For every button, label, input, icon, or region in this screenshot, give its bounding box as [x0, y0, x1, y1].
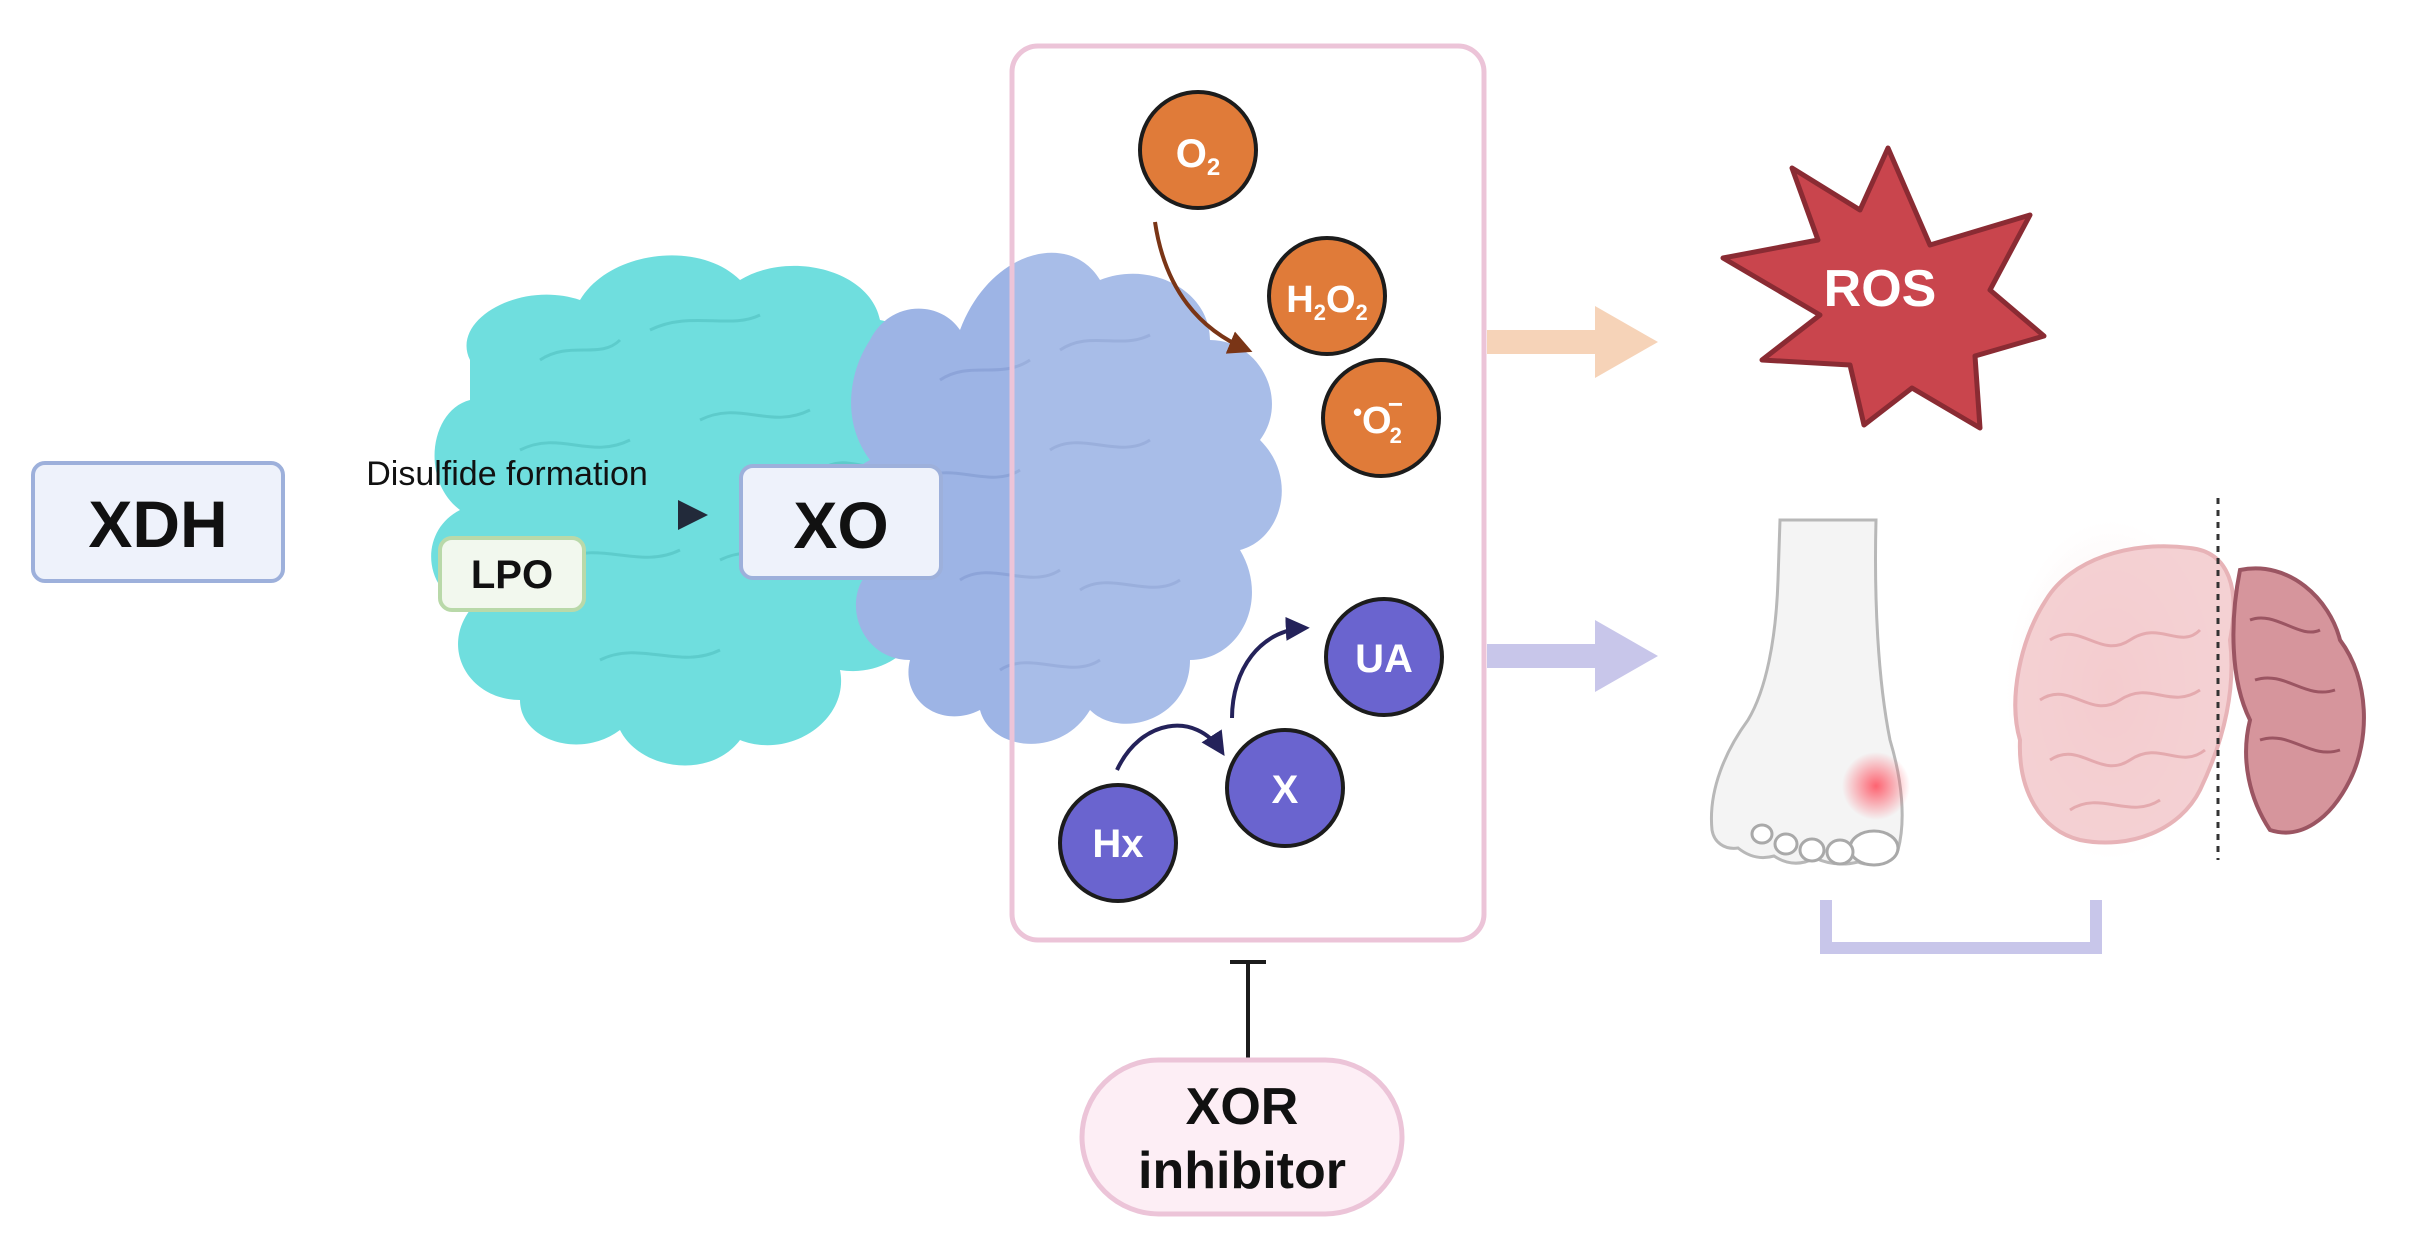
- ua-label: UA: [1355, 637, 1413, 681]
- hx-node: Hx: [1058, 783, 1178, 903]
- lpo-label: LPO: [471, 553, 553, 597]
- o2-to-ros-arrow: [1153, 221, 1253, 354]
- superoxide-o: O: [1362, 400, 1392, 442]
- disulfide-label: Disulfide formation: [366, 455, 648, 493]
- svg-text:•O2−: •O2 −: [1353, 389, 1403, 448]
- disulfide-arrowhead: [678, 500, 708, 530]
- xo-label: XO: [793, 488, 888, 562]
- superoxide-sup: −: [1388, 389, 1403, 419]
- xdh-label: XDH: [88, 487, 227, 561]
- svg-text:O2: O2: [1176, 132, 1220, 181]
- h2o2-node: H2O2: [1267, 236, 1387, 356]
- superoxide-node: •O2 −: [1321, 358, 1441, 478]
- organ-bracket: [1820, 900, 2102, 954]
- h2o2-sub2: 2: [1356, 300, 1368, 325]
- h2o2-sub1: 2: [1314, 300, 1326, 325]
- superoxide-dot: •: [1353, 397, 1362, 427]
- o2-sub: 2: [1207, 154, 1220, 181]
- inhibition-bar-icon: [1230, 960, 1266, 1060]
- hx-label: Hx: [1092, 822, 1143, 866]
- lpo-box: [438, 536, 586, 612]
- ua-output-arrow: [1487, 620, 1658, 692]
- superoxide-sub: 2: [1390, 423, 1402, 448]
- h2o2-h: H: [1286, 279, 1313, 321]
- ua-node: UA: [1324, 597, 1444, 717]
- xor-inhibitor-line1: XOR: [1186, 1078, 1299, 1136]
- brain-section-icon: [2006, 498, 2366, 860]
- o2-node: O2: [1138, 90, 1258, 210]
- xor-inhibitor-box: [1079, 1057, 1405, 1217]
- h2o2-o: O: [1326, 279, 1356, 321]
- x-node: X: [1225, 728, 1345, 848]
- ros-burst-icon: ROS: [1720, 145, 2047, 431]
- hx-to-x-arrow: [1115, 723, 1225, 771]
- ros-output-arrow: [1487, 306, 1658, 378]
- xo-box: [739, 464, 943, 580]
- x-label: X: [1272, 768, 1299, 812]
- xor-inhibitor-line2: inhibitor: [1138, 1142, 1346, 1200]
- xdh-box: [31, 461, 285, 583]
- ros-label: ROS: [1824, 260, 1937, 318]
- svg-text:H2O2: H2O2: [1286, 279, 1368, 325]
- x-to-ua-arrow: [1230, 616, 1310, 719]
- o2-base: O: [1176, 132, 1207, 176]
- foot-gout-icon: [1709, 518, 1910, 867]
